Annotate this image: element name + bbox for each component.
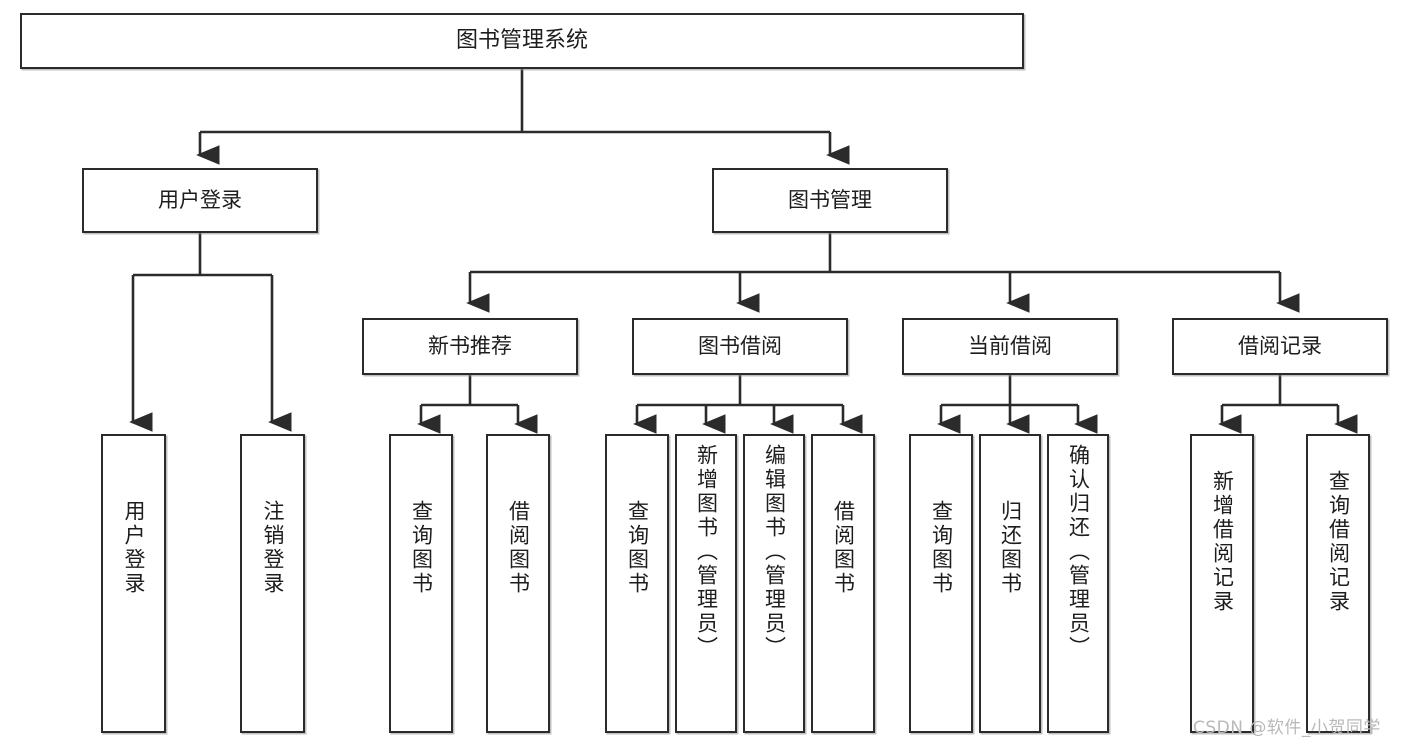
node-leaf-borrow-book-2[interactable]: 借阅图书 [811,434,875,733]
node-book-borrow-label: 图书借阅 [698,334,782,359]
node-leaf-borrow-book-2-label: 借阅图书 [831,500,856,596]
node-leaf-query-book-2[interactable]: 查询图书 [605,434,669,733]
node-leaf-user-login-label: 用户登录 [122,500,146,596]
node-leaf-user-login[interactable]: 用户登录 [101,434,166,733]
node-book-manage[interactable]: 图书管理 [712,168,948,233]
node-user-login-label: 用户登录 [158,188,242,213]
node-current-borrow-label: 当前借阅 [968,334,1052,359]
node-leaf-query-book-1-label: 查询图书 [409,500,434,596]
node-root-label: 图书管理系统 [455,28,588,54]
node-borrow-record-label: 借阅记录 [1238,334,1322,359]
node-current-borrow[interactable]: 当前借阅 [902,318,1118,375]
node-leaf-borrow-book-1-label: 借阅图书 [506,500,531,596]
node-book-borrow[interactable]: 图书借阅 [632,318,848,375]
node-book-manage-label: 图书管理 [788,188,872,213]
node-leaf-query-book-2-label: 查询图书 [625,500,650,596]
node-borrow-record[interactable]: 借阅记录 [1172,318,1388,375]
node-leaf-add-record[interactable]: 新增借阅记录 [1190,434,1254,733]
node-new-book-recommend[interactable]: 新书推荐 [362,318,578,375]
node-leaf-logout-login-label: 注销登录 [261,500,285,596]
node-leaf-borrow-book-1[interactable]: 借阅图书 [486,434,550,733]
node-leaf-edit-book[interactable]: 编辑图书（管理员） [743,434,805,733]
node-leaf-add-record-label: 新增借阅记录 [1210,470,1235,614]
node-root[interactable]: 图书管理系统 [20,13,1024,69]
node-leaf-return-book[interactable]: 归还图书 [979,434,1041,733]
node-leaf-edit-book-label: 编辑图书（管理员） [762,444,787,660]
node-leaf-logout-login[interactable]: 注销登录 [240,434,305,733]
node-leaf-add-book[interactable]: 新增图书（管理员） [675,434,737,733]
node-leaf-confirm-return[interactable]: 确认归还（管理员） [1047,434,1109,733]
node-leaf-query-book-3[interactable]: 查询图书 [909,434,973,733]
node-new-book-recommend-label: 新书推荐 [428,334,512,359]
csdn-watermark: CSDN @软件_小贺同学 [1193,718,1381,738]
node-leaf-query-book-1[interactable]: 查询图书 [389,434,453,733]
node-user-login[interactable]: 用户登录 [82,168,318,233]
node-leaf-query-book-3-label: 查询图书 [929,500,954,596]
node-leaf-add-book-label: 新增图书（管理员） [694,444,719,660]
node-leaf-confirm-return-label: 确认归还（管理员） [1066,444,1091,660]
node-leaf-return-book-label: 归还图书 [998,500,1023,596]
node-leaf-query-record[interactable]: 查询借阅记录 [1306,434,1370,733]
node-leaf-query-record-label: 查询借阅记录 [1326,470,1351,614]
